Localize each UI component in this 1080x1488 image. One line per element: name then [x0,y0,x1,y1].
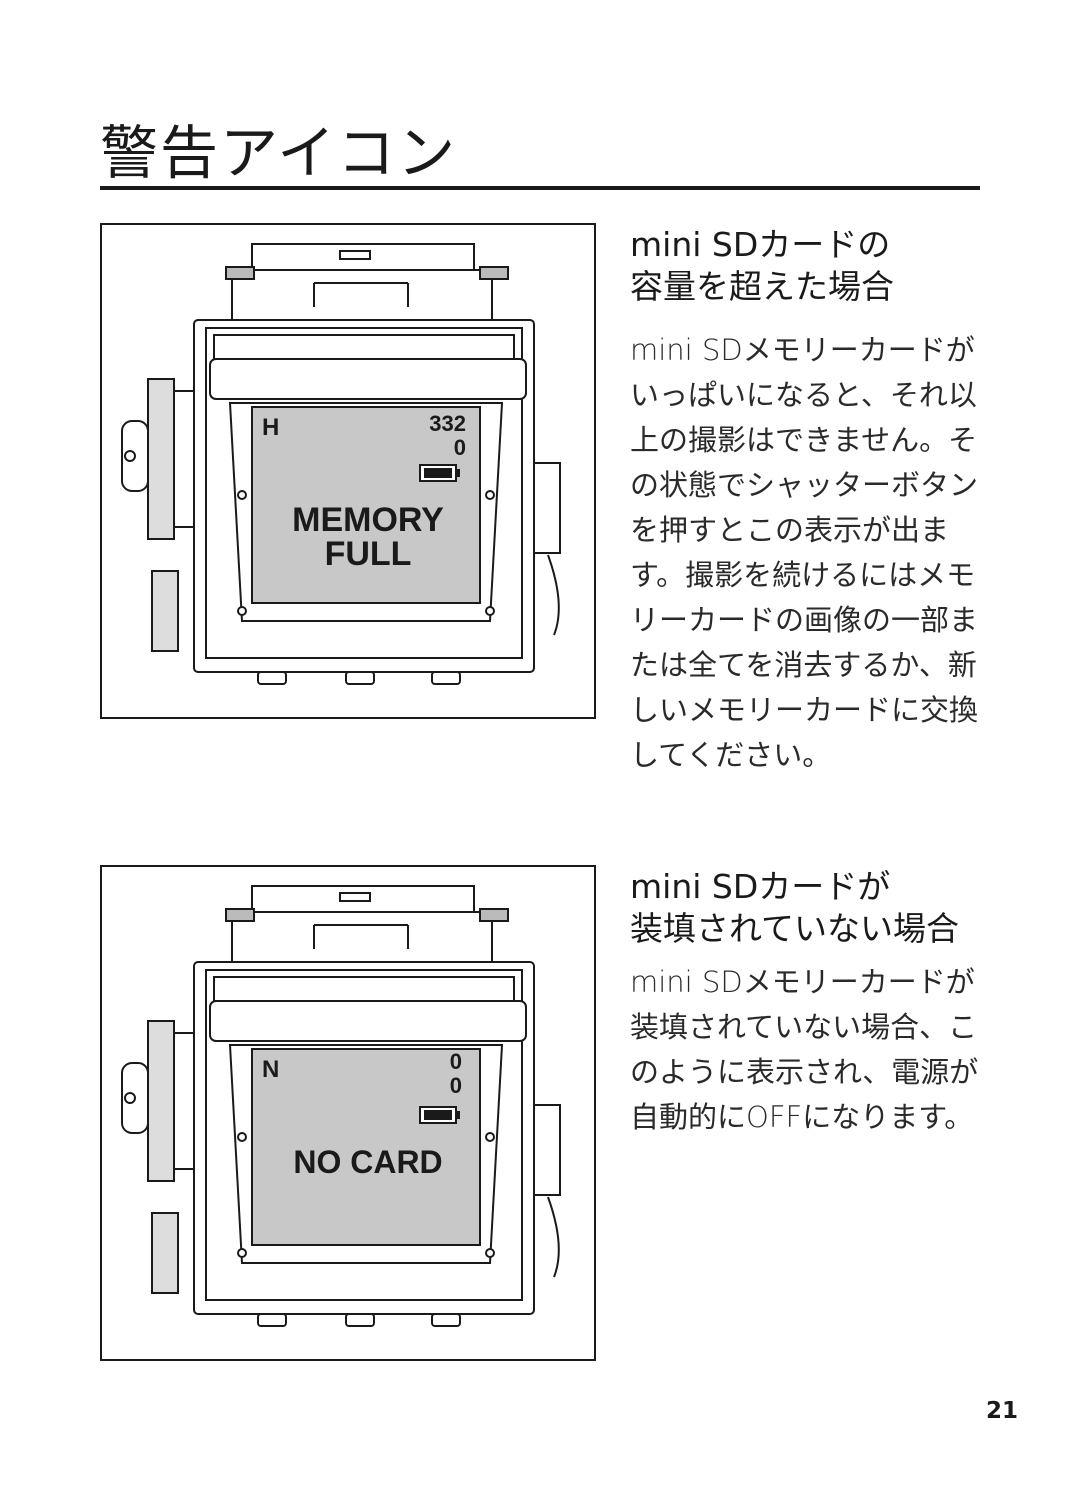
camera-illustration: H 332 0 MEMORY FULL [121,243,561,685]
battery-icon [419,1106,460,1124]
lcd-count-bottom: 0 [450,1073,462,1098]
lcd-message-line2: FULL [325,535,412,573]
section-body-no-card: mini SDメモリーカードが装填されていない場合、このように表示され、電源が自… [630,965,979,1134]
lcd-count-bottom: 0 [454,435,466,460]
heading-line: mini SDカードが [630,867,891,906]
heading-line: mini SDカードの [630,225,891,264]
lcd-mode: N [262,1056,279,1083]
lcd-message-line1: MEMORY [292,501,444,539]
page-title: 警告アイコン [100,119,458,187]
lcd-count-top: 0 [450,1049,462,1074]
camera-figure-no-card: N 0 0 NO CARD [100,865,596,1361]
section-heading-memory-full: mini SDカードの 容量を超えた場合 [630,224,990,308]
lcd-count-top: 332 [429,411,466,436]
section-body-memory-full: mini SDメモリーカードがいっぱいになると、それ以上の撮影はできません。その… [630,333,979,772]
camera-illustration: N 0 0 NO CARD [121,885,561,1327]
battery-icon [419,464,460,482]
heading-line: 容量を超えた場合 [630,267,894,306]
lcd-message-line1: NO CARD [293,1144,442,1180]
section-heading-no-card: mini SDカードが 装填されていない場合 [630,866,990,950]
page-number: 21 [986,1398,1019,1424]
title-rule [100,186,980,190]
lcd-mode: H [262,414,279,441]
heading-line: 装填されていない場合 [630,909,960,948]
camera-figure-memory-full: H 332 0 MEMORY FULL [100,223,596,719]
